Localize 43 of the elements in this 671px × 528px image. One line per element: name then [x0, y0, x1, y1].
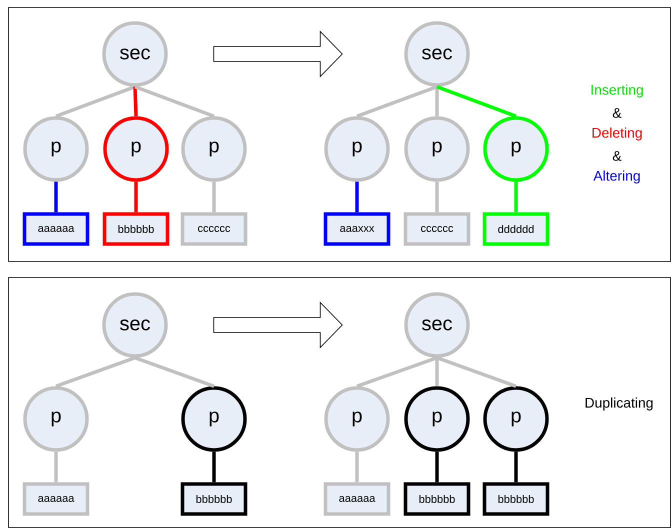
text-box: dddddd — [482, 212, 550, 246]
tree-edge — [212, 452, 216, 482]
tree-edge — [212, 182, 216, 212]
tree-edge — [55, 85, 136, 118]
tree-edge — [435, 86, 439, 116]
block-arrow — [213, 30, 343, 78]
tree-edge — [355, 452, 359, 482]
tree-edge — [514, 452, 518, 482]
text-box: bbbbbb — [102, 212, 170, 246]
tree-edge — [514, 182, 518, 212]
tree-edge — [134, 182, 138, 212]
tree-edge — [55, 356, 136, 388]
operation-label: Deleting — [592, 127, 642, 140]
text-box: bbbbbb — [482, 482, 550, 516]
tree-edge — [54, 182, 58, 212]
panel-frame — [8, 7, 671, 262]
text-box: aaaaaa — [22, 212, 90, 246]
block-arrow — [213, 302, 343, 348]
tree-edge — [133, 86, 138, 116]
tree-edge — [435, 452, 439, 482]
text-box: cccccc — [180, 212, 248, 246]
text-box: bbbbbb — [180, 482, 248, 516]
tree-edge — [435, 358, 439, 386]
tree-edge — [134, 356, 215, 388]
panel-frame — [8, 277, 671, 528]
tree-edge — [356, 356, 438, 388]
tree-edge — [356, 85, 438, 118]
operation-label: Altering — [593, 170, 640, 184]
tree-edge — [355, 182, 359, 212]
text-box: aaaaaa — [324, 482, 390, 516]
text-box: cccccc — [404, 212, 470, 246]
operation-label: & — [612, 108, 622, 118]
operation-label: Inserting — [592, 84, 643, 98]
tree-edge — [435, 182, 439, 212]
tree-edge — [436, 356, 517, 388]
operation-label: Duplicating — [586, 397, 653, 410]
tree-edge — [436, 85, 517, 118]
tree-edge — [54, 452, 58, 482]
text-box: aaaxxx — [324, 212, 390, 246]
text-box: bbbbbb — [404, 482, 470, 516]
tree-edge — [134, 85, 215, 118]
operation-label: & — [612, 151, 622, 161]
text-box: aaaaaa — [22, 482, 90, 516]
